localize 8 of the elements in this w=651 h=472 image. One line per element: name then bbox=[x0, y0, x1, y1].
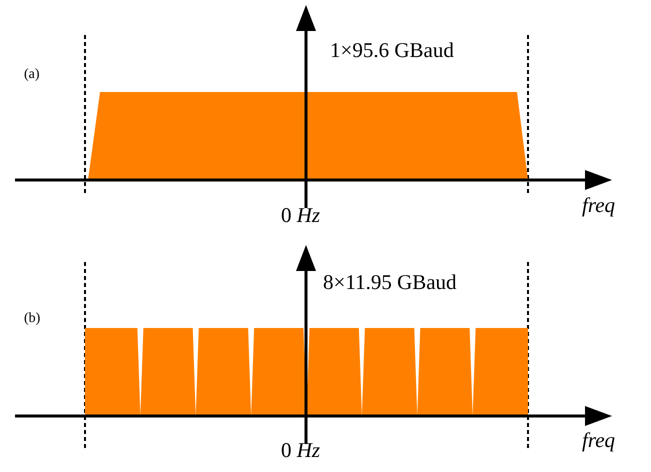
bandwidth-label: 8×11.95 GBaud bbox=[323, 272, 457, 293]
axis-label: freq bbox=[582, 430, 616, 451]
axis-label: freq bbox=[582, 195, 616, 216]
panel-label: (a) bbox=[24, 68, 40, 82]
origin-label: 0 Hz bbox=[281, 205, 320, 226]
origin-label: 0 Hz bbox=[281, 440, 320, 461]
panel-label: (b) bbox=[24, 312, 40, 326]
bandwidth-label: 1×95.6 GBaud bbox=[330, 40, 454, 61]
